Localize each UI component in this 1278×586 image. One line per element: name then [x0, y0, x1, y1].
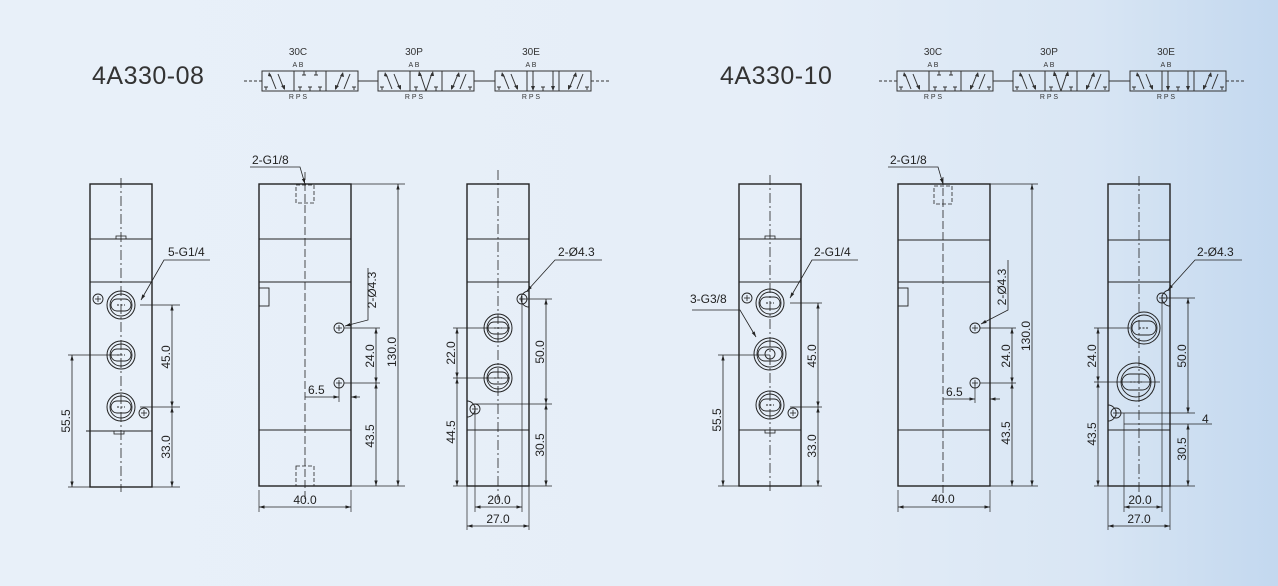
dim-20-10: 20.0 — [1128, 493, 1152, 507]
dim-33: 33.0 — [159, 435, 173, 459]
dim-45-10: 45.0 — [805, 344, 819, 368]
dim-45: 45.0 — [159, 345, 173, 369]
callout-2-d4-3-side-10: 2-Ø4.3 — [995, 268, 1009, 305]
symbol-30e-08: 30E A B R P S — [476, 47, 610, 101]
svg-text:30C: 30C — [289, 47, 307, 58]
callout-2-g1-8-10: 2-G1/8 — [890, 153, 927, 167]
dim-43-5-10: 43.5 — [1085, 422, 1099, 446]
dim-130-08: 130.0 — [385, 337, 399, 367]
svg-text:A B: A B — [1161, 62, 1172, 69]
symbol-30c-08: 30C A B R P S — [243, 47, 377, 101]
svg-text:R P S: R P S — [1040, 94, 1058, 101]
dim-6-5-08: 6.5 — [308, 383, 325, 397]
svg-text:R P S: R P S — [1157, 94, 1175, 101]
symbol-30p-10: 30P A B R P S — [994, 47, 1128, 101]
svg-text:R P S: R P S — [289, 94, 307, 101]
dim-43-5-side-10: 43.5 — [999, 421, 1013, 445]
symbol-30c-10: 30C A B R P S — [878, 47, 1012, 101]
dim-20-08: 20.0 — [487, 493, 511, 507]
symbol-30p-08: 30P A B R P S — [359, 47, 493, 101]
dim-33-10: 33.0 — [805, 434, 819, 458]
dim-24-10: 24.0 — [1085, 344, 1099, 368]
svg-text:R P S: R P S — [924, 94, 942, 101]
svg-text:A B: A B — [1044, 62, 1055, 69]
svg-text:A B: A B — [928, 62, 939, 69]
callout-2-d4-3-back-10: 2-Ø4.3 — [1197, 245, 1234, 259]
callout-2-d4-3-side-08: 2-Ø4.3 — [365, 271, 379, 308]
svg-text:A B: A B — [293, 62, 304, 69]
dim-6-5-10: 6.5 — [946, 385, 963, 399]
dim-44-5-08: 44.5 — [444, 420, 458, 444]
svg-text:30P: 30P — [405, 47, 423, 58]
svg-text:30P: 30P — [1040, 47, 1058, 58]
dim-24-side-08: 24.0 — [363, 344, 377, 368]
side-view-08 — [250, 166, 405, 512]
symbol-30e-10: 30E A B R P S — [1111, 47, 1245, 101]
svg-text:A B: A B — [526, 62, 537, 69]
callout-2-g1-4-10: 2-G1/4 — [814, 245, 851, 259]
svg-text:30C: 30C — [924, 47, 942, 58]
dim-43-5-side-08: 43.5 — [363, 424, 377, 448]
model-title-4a330-08: 4A330-08 — [92, 62, 205, 90]
callout-2-g1-8-08: 2-G1/8 — [252, 153, 289, 167]
dim-27-08: 27.0 — [486, 512, 510, 526]
front-view-08 — [68, 178, 210, 492]
dim-40-08: 40.0 — [293, 493, 317, 507]
svg-text:R P S: R P S — [405, 94, 423, 101]
svg-text:A B: A B — [409, 62, 420, 69]
dim-55-5-10: 55.5 — [710, 408, 724, 432]
svg-text:R P S: R P S — [522, 94, 540, 101]
dim-24-side-10: 24.0 — [999, 344, 1013, 368]
dim-40-10: 40.0 — [931, 492, 955, 506]
dim-22-08: 22.0 — [444, 341, 458, 365]
back-view-08 — [453, 170, 602, 530]
side-view-10 — [888, 166, 1038, 512]
dim-4-10: 4 — [1202, 412, 1209, 426]
dim-50-08: 50.0 — [533, 340, 547, 364]
dim-27-10: 27.0 — [1127, 512, 1151, 526]
dim-50-10: 50.0 — [1175, 344, 1189, 368]
back-view-10 — [1094, 176, 1242, 530]
model-title-4a330-10: 4A330-10 — [720, 62, 833, 90]
callout-2-d4-3-back-08: 2-Ø4.3 — [558, 245, 595, 259]
front-view-10 — [692, 175, 858, 492]
callout-5-g1-4: 5-G1/4 — [168, 245, 205, 259]
dim-55-5: 55.5 — [59, 409, 73, 433]
svg-text:30E: 30E — [522, 47, 540, 58]
svg-text:30E: 30E — [1157, 47, 1175, 58]
callout-3-g3-8-10: 3-G3/8 — [690, 292, 727, 306]
dim-30-5-10: 30.5 — [1175, 437, 1189, 461]
dim-30-5-08: 30.5 — [533, 433, 547, 457]
dim-130-10: 130.0 — [1019, 321, 1033, 351]
